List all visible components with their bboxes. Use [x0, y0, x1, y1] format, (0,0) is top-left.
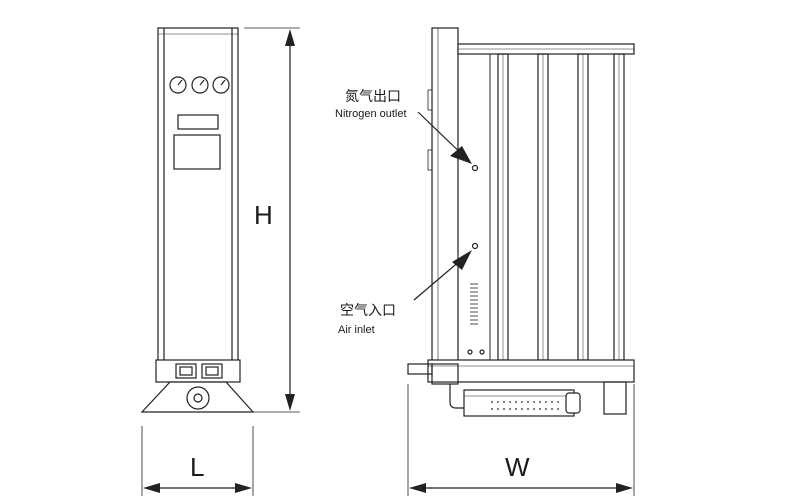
- height-dimension: [244, 27, 300, 413]
- length-dimension: [141, 426, 254, 496]
- air-inlet-label-cn: 空气入口: [340, 303, 396, 319]
- silencer: [463, 389, 575, 417]
- port-right: [201, 363, 223, 379]
- front-view: [140, 27, 255, 413]
- width-dimension: [407, 384, 635, 496]
- side-housing: [431, 27, 459, 363]
- side-foot: [603, 381, 627, 415]
- control-panel: [173, 134, 221, 170]
- pressure-gauge-icon: [191, 76, 209, 94]
- length-dimension-label: L: [190, 452, 205, 482]
- pressure-gauge-icon: [212, 76, 230, 94]
- nitrogen-outlet-label-en: Nitrogen outlet: [335, 108, 407, 120]
- adsorption-column: [537, 53, 549, 361]
- side-view: [407, 27, 635, 417]
- width-dimension-label: W: [505, 452, 530, 482]
- port-left: [175, 363, 197, 379]
- pressure-gauge-icon: [169, 76, 187, 94]
- drain-pipe: [449, 384, 464, 409]
- adsorption-column: [577, 53, 589, 361]
- side-base-frame: [427, 359, 635, 383]
- adsorption-column: [497, 53, 509, 361]
- height-dimension-label: H: [254, 200, 273, 230]
- air-inlet-port: [471, 242, 479, 250]
- display-window: [177, 114, 219, 130]
- nitrogen-outlet-label-cn: 氮气出口: [345, 89, 401, 105]
- nitrogen-outlet-port: [471, 164, 479, 172]
- adsorption-column: [613, 53, 625, 361]
- front-cabinet: [157, 27, 239, 364]
- silencer-perforations: [491, 401, 559, 410]
- front-base: [155, 359, 241, 383]
- air-inlet-label-en: Air inlet: [338, 324, 375, 336]
- nitrogen-outlet-leader: [417, 111, 472, 164]
- air-inlet-leader: [413, 250, 472, 301]
- vent-slots: [470, 283, 478, 325]
- wheel-icon: [186, 386, 210, 410]
